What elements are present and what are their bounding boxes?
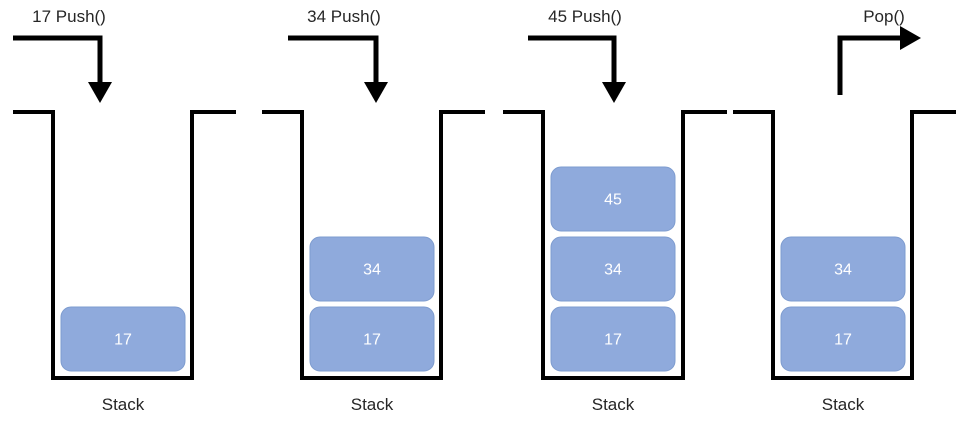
stack-cell-box xyxy=(550,306,676,372)
pop-up-right-arrow xyxy=(837,26,921,95)
stack-cell-box xyxy=(309,306,435,372)
stack-cell-box xyxy=(780,306,906,372)
stack-container-2 xyxy=(262,110,485,380)
stack-cell-label: 34 xyxy=(363,262,381,279)
stack-container-1 xyxy=(13,110,236,380)
stack-cell-label: 17 xyxy=(363,332,381,349)
operation-label-push-17: 17 Push() xyxy=(32,7,106,26)
stack-cell-box xyxy=(550,236,676,302)
push-arrow-stem-3 xyxy=(528,35,617,82)
push-arrow-head-3 xyxy=(602,82,626,103)
operation-label-push-34: 34 Push() xyxy=(307,7,381,26)
stack-caption-4: Stack xyxy=(822,395,865,414)
panel-push-17: 17 Push() 17 Stack xyxy=(13,7,236,414)
push-down-arrow-1 xyxy=(13,35,112,103)
stack-cell-label: 17 xyxy=(114,332,132,349)
panel-pop: Pop() 34 17 Stack xyxy=(733,7,956,414)
stack-cell-box xyxy=(60,306,186,372)
push-arrow-stem-1 xyxy=(13,35,103,82)
stack-caption-2: Stack xyxy=(351,395,394,414)
push-down-arrow-2 xyxy=(288,35,388,103)
push-arrow-head-1 xyxy=(88,82,112,103)
push-arrow-stem-2 xyxy=(288,35,379,82)
stack-cells-4: 34 17 xyxy=(780,236,906,372)
panel-push-34: 34 Push() 34 17 Stack xyxy=(262,7,485,414)
stack-cell-box xyxy=(550,166,676,232)
stack-cells-2: 34 17 xyxy=(309,236,435,372)
stack-cells-1: 17 xyxy=(60,306,186,372)
operation-label-pop: Pop() xyxy=(863,7,905,26)
push-arrow-head-2 xyxy=(364,82,388,103)
stack-cell-label: 17 xyxy=(604,332,622,349)
pop-arrow-stem xyxy=(837,35,900,95)
operation-label-push-45: 45 Push() xyxy=(548,7,622,26)
stack-caption-3: Stack xyxy=(592,395,635,414)
stack-cell-box xyxy=(309,236,435,302)
pop-arrow-head xyxy=(900,26,921,50)
stack-cell-label: 17 xyxy=(834,332,852,349)
stack-cell-label: 34 xyxy=(604,262,622,279)
stack-cell-label: 34 xyxy=(834,262,852,279)
stack-container-4 xyxy=(733,110,956,380)
stack-cells-3: 45 34 17 xyxy=(550,166,676,372)
push-down-arrow-3 xyxy=(528,35,626,103)
stack-cell-box xyxy=(780,236,906,302)
stack-container-3 xyxy=(503,110,727,380)
panel-push-45: 45 Push() 45 34 17 Stack xyxy=(503,7,727,414)
stack-cell-label: 45 xyxy=(604,192,622,209)
stack-caption-1: Stack xyxy=(102,395,145,414)
